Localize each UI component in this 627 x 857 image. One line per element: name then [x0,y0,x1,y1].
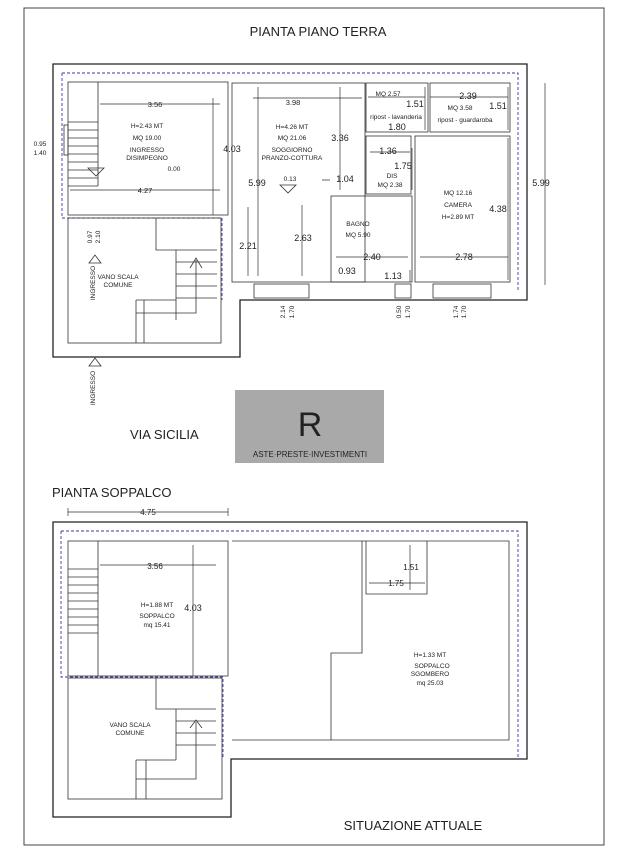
dim-label: 1.04 [336,174,354,184]
watermark-monogram: R [298,406,323,444]
room-area: MQ 19.00 [133,135,162,142]
window-dim: 1.70 [461,305,468,318]
floor-level: 0.00 [168,166,181,173]
room-name: SOPPALCO [414,663,449,670]
room-area: MQ 12.16 [444,190,473,197]
room-name: VANO SCALA [109,722,151,729]
room-name: VANO SCALA [97,274,139,281]
room-name: SGOMBERO [411,671,449,678]
room-area: MQ 2.57 [376,91,401,98]
room-name: INGRESSO [130,147,164,154]
room-height: H=4.26 MT [276,124,308,131]
dim-label: 2.78 [455,252,473,262]
dim-label: 1.51 [489,101,507,111]
page-frame [23,7,605,846]
room-name: ripost - lavanderia [370,114,422,121]
mezzanine-plan: 4.75 3.56 4.03 1.51 1.75 H=1.88 MT SOPPA… [52,508,528,818]
room-name: SOPPALCO [139,613,174,620]
dim-label: 3.36 [331,133,349,143]
room-height: H=2.43 MT [131,123,163,130]
room-area: MQ 5.90 [346,232,371,239]
dim-label: 4.03 [223,144,241,154]
window-dim: 1.70 [405,305,412,318]
ground-floor-title: PIANTA PIANO TERRA [250,24,387,39]
staircase [68,82,99,187]
window-dim: 2.10 [95,230,102,243]
entrance-label: INGRESSO [90,371,97,405]
room-area: MQ 3.58 [448,105,473,112]
dim-label: 4.38 [489,204,507,214]
window-dim: 1.40 [34,150,47,157]
mezzanine-title: PIANTA SOPPALCO [52,485,171,500]
window-dim: 2.14 [280,305,287,318]
room-name: COMUNE [104,282,134,289]
dim-label: 4.75 [140,508,156,517]
dim-label: 1.75 [394,161,412,171]
watermark-logo: R ASTE·PRESTE·INVESTIMENTI [235,390,384,463]
street-name: VIA SICILIA [130,427,199,442]
room-name: PRANZO-COTTURA [262,155,323,162]
dim-label: 1.51 [403,563,419,572]
room-height: H=1.88 MT [141,602,173,609]
room-area: MQ 21.06 [278,135,307,142]
floor-level: 0.13 [284,176,297,183]
entrance-label: INGRESSO [90,266,97,300]
room-area: mq 25.03 [416,680,443,687]
status-caption: SITUAZIONE ATTUALE [344,818,483,833]
room-name: DIS [387,173,399,180]
watermark-text: ASTE·PRESTE·INVESTIMENTI [253,450,367,459]
dim-label: 1.13 [384,271,402,281]
window-dim: 0.97 [87,230,94,243]
room-height: H=1.33 MT [414,652,446,659]
ground-floor-plan: 3.56 4.03 4.27 3.98 5.99 3.36 1.04 2.21 … [34,63,550,405]
window-dim: 0.50 [396,305,403,318]
dim-label: 1.80 [388,122,406,132]
window-dim: 1.70 [289,305,296,318]
dim-label: 1.51 [406,99,424,109]
dim-label: 4.27 [138,186,153,195]
dim-label: 5.99 [532,178,550,188]
window-dim: 0.95 [34,141,47,148]
dim-label: 2.63 [294,233,312,243]
room-name: ripost - guardaroba [438,117,493,124]
window-dim: 1.74 [453,305,460,318]
dim-label: 1.75 [388,579,404,588]
room-name: BAGNO [346,221,369,228]
dim-label: 3.98 [286,98,301,107]
dim-label: 0.93 [338,266,356,276]
dim-label: 2.39 [459,91,477,101]
dim-label: 3.56 [147,562,163,571]
room-height: H=2.89 MT [442,214,474,221]
dim-label: 1.36 [379,146,397,156]
dim-label: 3.56 [148,100,163,109]
dim-label: 2.21 [239,241,257,251]
dim-label: 2.40 [363,252,381,262]
room-name: SOGGIORNO [272,147,313,154]
room-area: mq 15.41 [143,622,170,629]
room-name: DISIMPEGNO [126,155,168,162]
dim-label: 4.03 [184,603,202,613]
dim-label: 5.99 [248,178,266,188]
room-area: MQ 2.38 [378,182,403,189]
room-name: COMUNE [116,730,146,737]
room-name: CAMERA [444,202,472,209]
